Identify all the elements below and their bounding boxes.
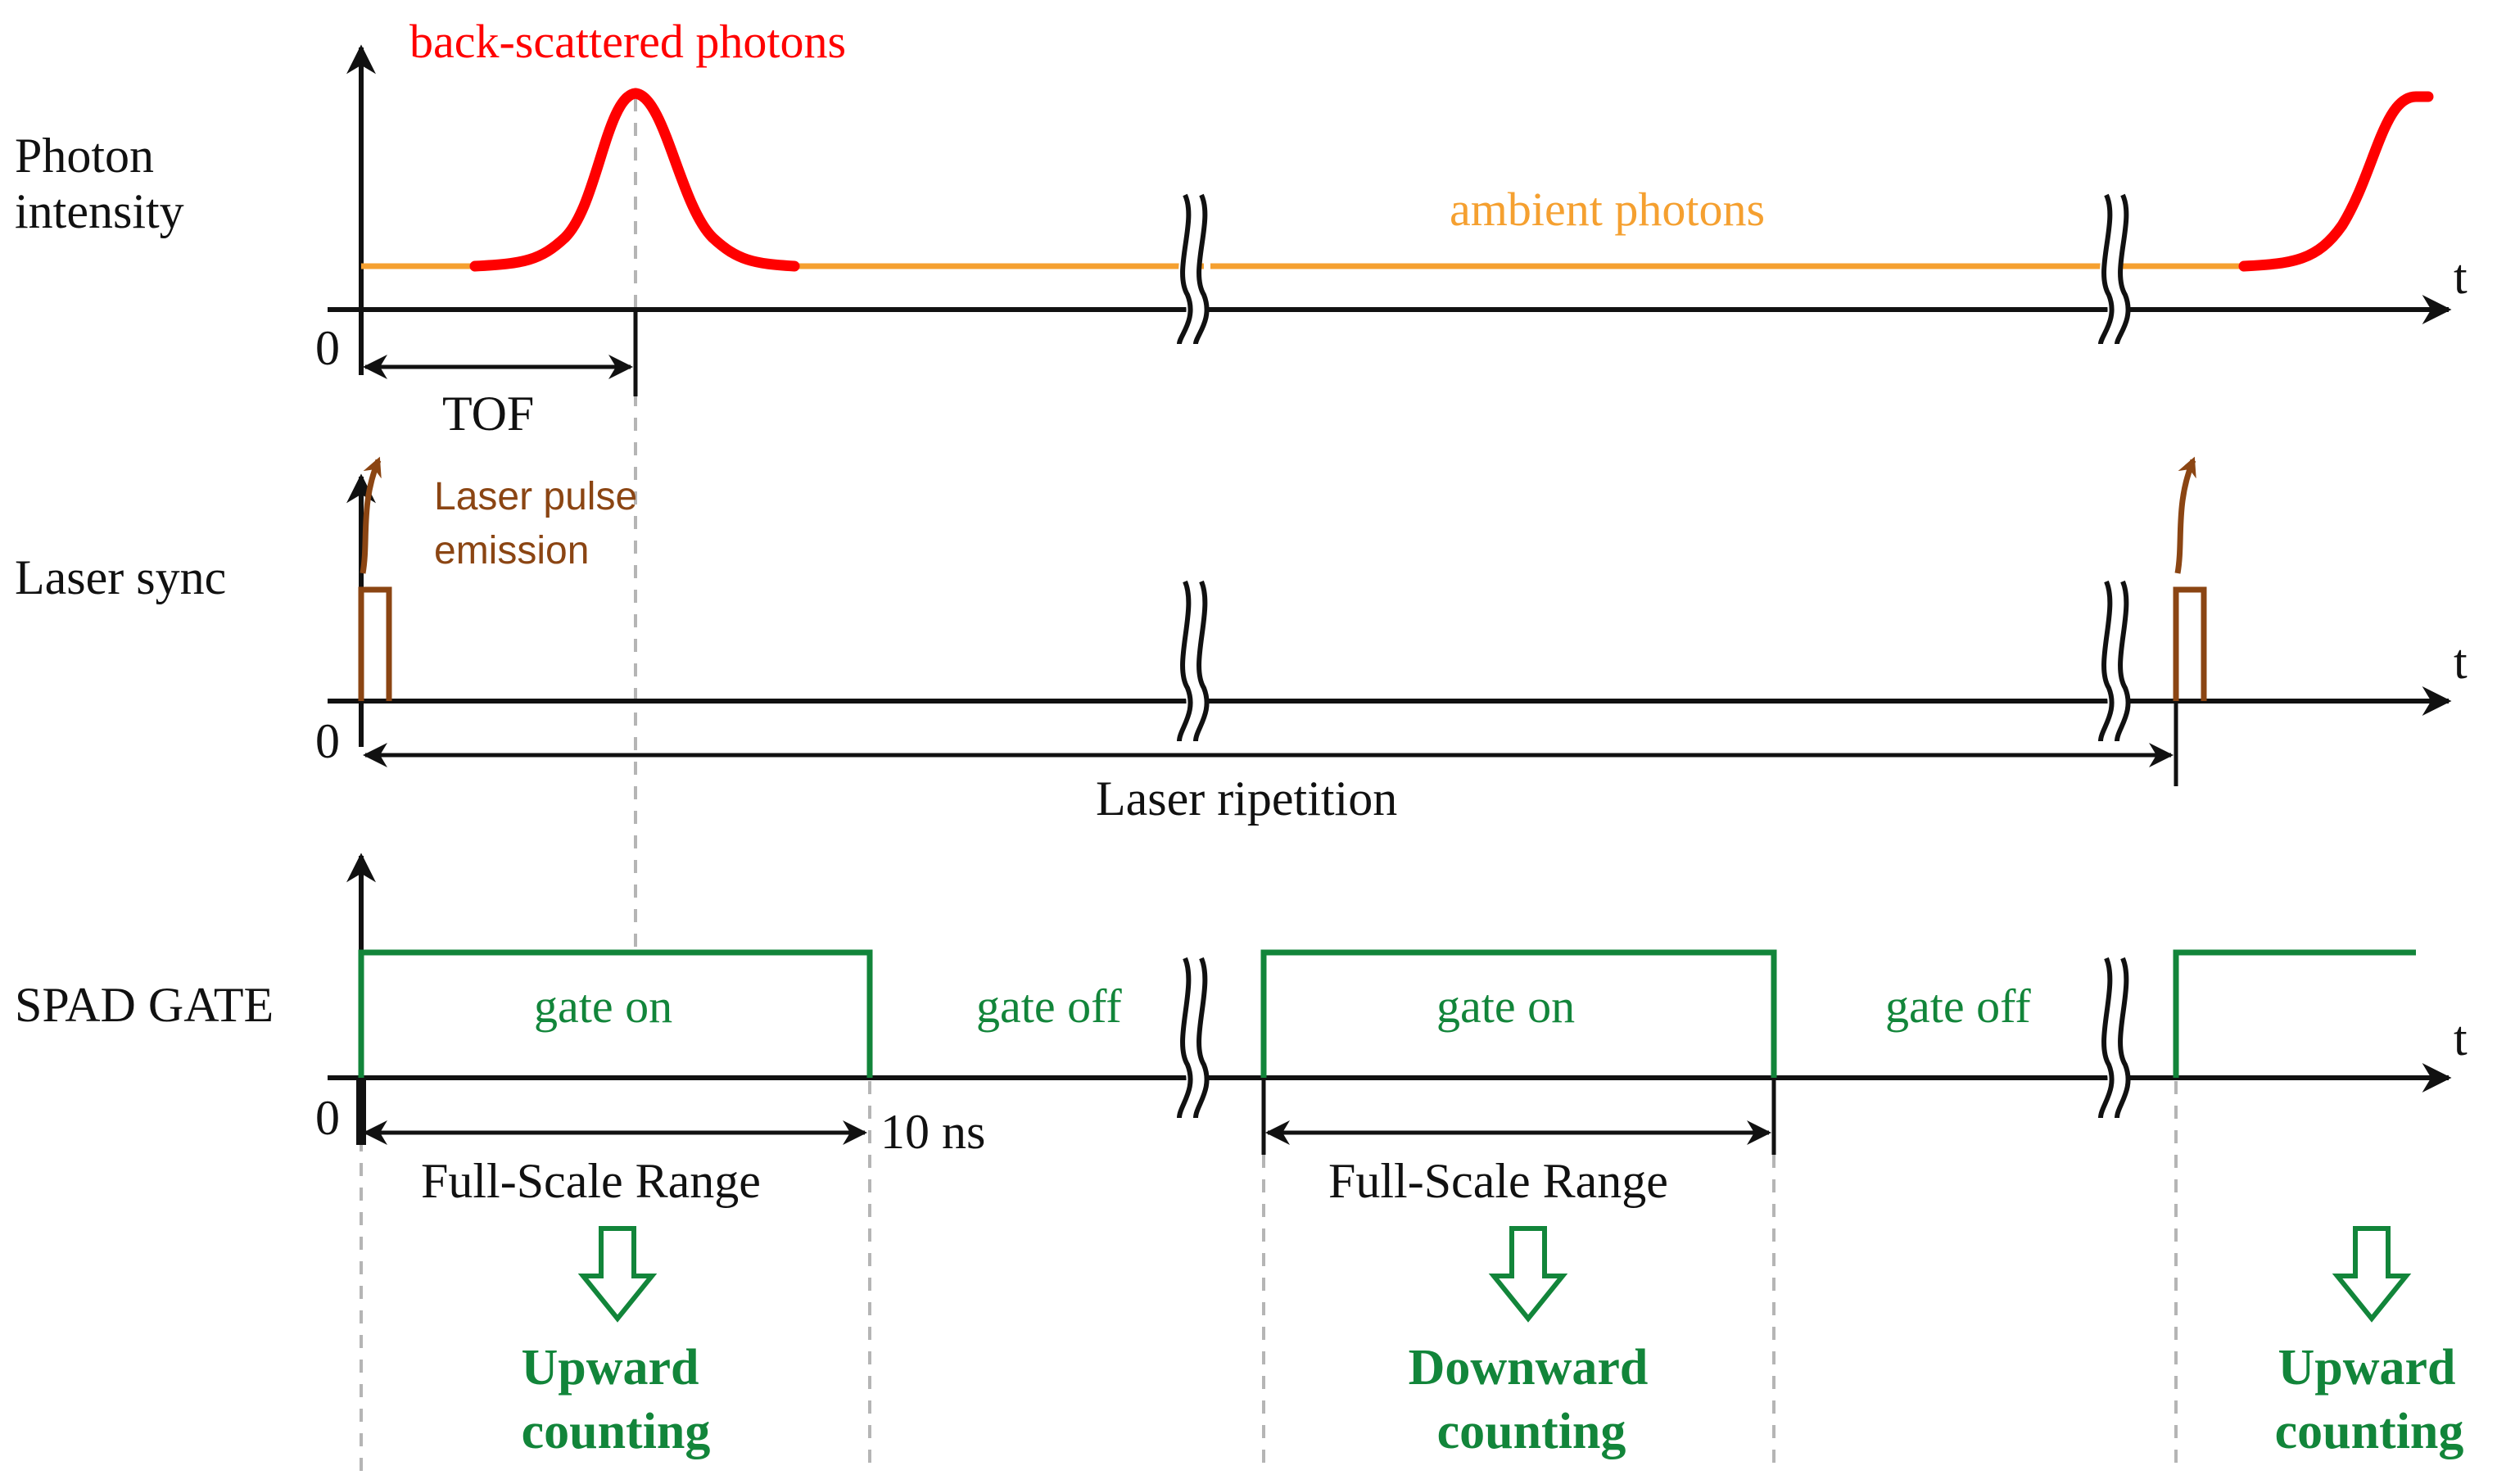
- gate-axis-break-1: [1175, 953, 1210, 1120]
- ambient-label: ambient photons: [1450, 183, 1765, 236]
- photon-zero: 0: [315, 321, 340, 375]
- counting-2-line1: Downward: [1409, 1340, 1649, 1396]
- photon-axis-break-1: [1175, 190, 1210, 346]
- laser-pulse-1: [358, 586, 392, 701]
- laser-emission-label-line2: emission: [434, 529, 589, 572]
- photon-axis-break-2: [2097, 190, 2131, 346]
- counting-indicators: Upward counting Downward counting Upward…: [521, 1226, 2464, 1459]
- counting-1-line2: counting: [522, 1404, 711, 1459]
- counting-3-line1: Upward: [2278, 1340, 2455, 1396]
- fsr2-label: Full-Scale Range: [1328, 1154, 1668, 1208]
- ten-ns-label: 10 ns: [880, 1105, 985, 1159]
- photon-intensity-row: Photon intensity 0 t back-scattered phot…: [15, 15, 2468, 441]
- backscattered-label: back-scattered photons: [409, 15, 846, 68]
- photon-row-label-line2: intensity: [15, 184, 184, 238]
- laser-sync-row: Laser sync 0 t Laser pulse emission Lase…: [15, 456, 2468, 826]
- dashed-guides: [360, 98, 2178, 1474]
- fsr1-label: Full-Scale Range: [421, 1154, 761, 1208]
- gate-on-window-2: [1260, 949, 1777, 1078]
- counting-1-line1: Upward: [521, 1340, 699, 1396]
- gate-zero: 0: [315, 1091, 340, 1145]
- gate-on-label-1: gate on: [534, 980, 672, 1033]
- laser-pulse-2: [2173, 586, 2207, 701]
- tof-label: TOF: [442, 387, 534, 441]
- down-arrow-icon: [2332, 1226, 2412, 1323]
- counting-2-line2: counting: [1437, 1404, 1626, 1459]
- backscattered-pulse: [469, 88, 800, 272]
- gate-t-label: t: [2454, 1011, 2468, 1065]
- laser-t-label: t: [2454, 635, 2468, 689]
- laser-axis-break-1: [1175, 577, 1210, 743]
- laser-row-label: Laser sync: [15, 550, 226, 604]
- laser-zero: 0: [315, 714, 340, 768]
- gate-on-window-3: [2173, 949, 2416, 1078]
- down-arrow-icon: [1488, 1226, 1568, 1323]
- photon-row-label-line1: Photon: [15, 129, 154, 183]
- gate-on-label-2: gate on: [1436, 980, 1575, 1033]
- gate-off-label-2: gate off: [1885, 980, 2031, 1033]
- gate-on-window-1: [358, 949, 873, 1078]
- emission-arrow-1: [360, 456, 382, 574]
- down-arrow-icon: [577, 1226, 658, 1323]
- gate-axis-break-2: [2097, 953, 2131, 1120]
- laser-axis-break-2: [2097, 577, 2131, 743]
- gate-off-label-1: gate off: [976, 980, 1122, 1033]
- counting-3-line2: counting: [2275, 1404, 2464, 1459]
- photon-t-label: t: [2454, 250, 2468, 304]
- spad-gate-row: SPAD GATE 0 t gate on gate off gate on g…: [15, 853, 2468, 1208]
- emission-arrow-2: [2174, 456, 2196, 574]
- repetition-label: Laser ripetition: [1096, 771, 1397, 826]
- gate-row-label: SPAD GATE: [15, 978, 274, 1032]
- next-pulse-rising: [2238, 91, 2434, 272]
- laser-emission-label-line1: Laser pulse: [434, 475, 637, 518]
